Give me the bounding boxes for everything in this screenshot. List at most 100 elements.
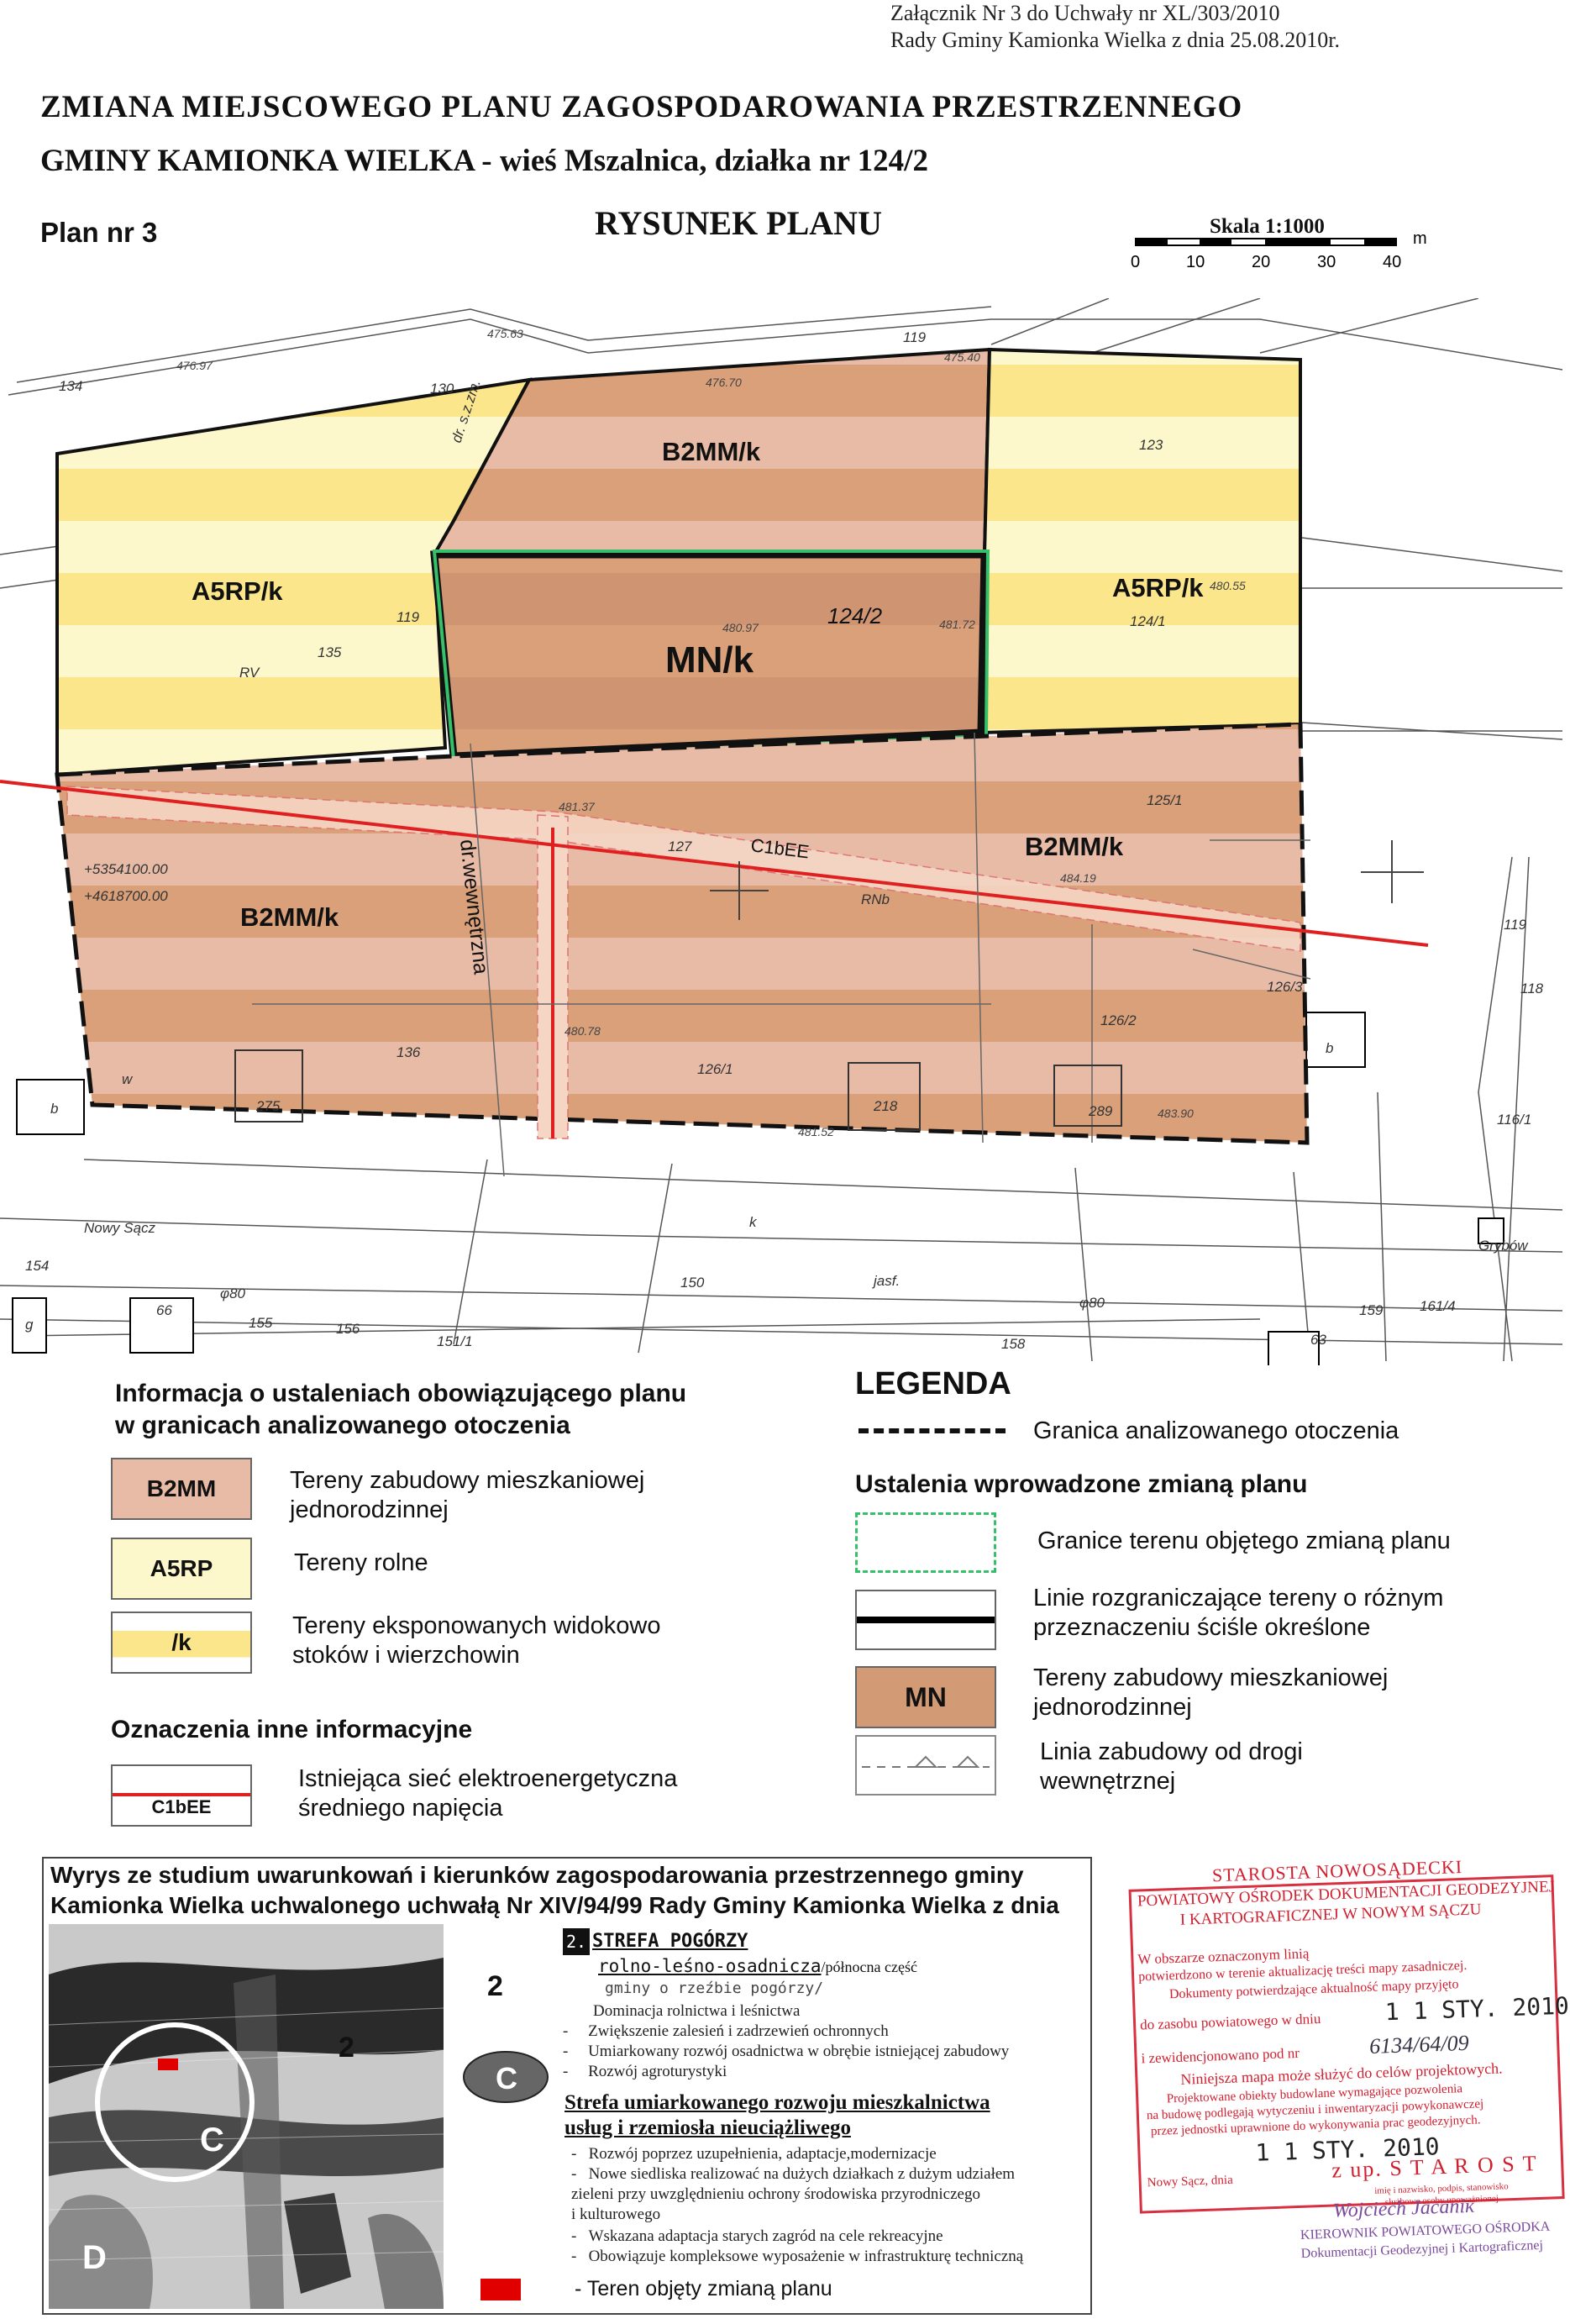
zone-c-icon-letter: C xyxy=(496,2061,517,2095)
attachment-note-line1: Załącznik Nr 3 do Uchwały nr XL/303/2010 xyxy=(890,1,1280,25)
umiark-bullet-4: Obowiązuje kompleksowe wyposażenie w inf… xyxy=(588,2248,1024,2265)
map-parcel-136: 136 xyxy=(396,1044,421,1060)
umiarkowany-title: Strefa umiarkowanego rozwoju mieszkalnic… xyxy=(564,2091,990,2139)
umiark-bullet-dash-4: - Obowiązuje kompleksowe wyposażenie w i… xyxy=(571,2248,1024,2265)
legend-building-line-text: Linia zabudowy od drogi wewnętrznej xyxy=(1040,1738,1303,1795)
zone-label-b2mm-sw: B2MM/k xyxy=(240,902,339,932)
legend-other-heading: Oznaczenia inne informacyjne xyxy=(111,1716,473,1743)
studium-map-zone-no: 2 xyxy=(339,2032,354,2064)
zone-label-a5rp-east: A5RP/k xyxy=(1112,573,1204,602)
strefa-bullet-3: Umiarkowany rozwój osadnictwa w obrębie … xyxy=(588,2043,1010,2060)
map-parcel-123: 123 xyxy=(1139,437,1163,453)
map-label-rv: RV xyxy=(239,665,260,681)
change-area-marker xyxy=(480,2279,521,2300)
map-elev-4: 475.40 xyxy=(944,350,980,364)
map-building-66: 66 xyxy=(156,1302,172,1318)
legend-c1bee-text: Istniejąca sieć elektroenergetyczna śred… xyxy=(298,1765,678,1822)
scale-tick-10: 10 xyxy=(1186,253,1205,271)
map-parcel-125-1: 125/1 xyxy=(1147,792,1183,808)
zone-label-b2mm-se: B2MM/k xyxy=(1025,832,1124,861)
map-coord-x: +5354100.00 xyxy=(84,861,168,877)
umiark-bullet-2: Nowe siedliska realizować na dużych dzia… xyxy=(571,2165,1016,2223)
map-elev-3: 476.70 xyxy=(706,376,742,389)
map-elev-8: 481.37 xyxy=(559,800,596,813)
map-label-w: w xyxy=(122,1071,134,1087)
map-label-phi80a: φ80 xyxy=(220,1286,246,1301)
strefa-subtitle-2: gminy o rzeźbie pogórzy/ xyxy=(605,1980,824,1997)
legend-k-text: Tereny eksponowanych widokowo stoków i w… xyxy=(292,1612,661,1669)
scale-tick-40: 40 xyxy=(1383,253,1401,271)
map-elev-9: 484.19 xyxy=(1060,871,1096,885)
map-parcel-126-1: 126/1 xyxy=(697,1061,733,1077)
plan-boundary-sample xyxy=(855,1512,996,1573)
umiark-bullet-dash-1: - Rozwój poprzez uzupełnienia, adaptacje… xyxy=(571,2145,937,2163)
strefa-subtitle-main: rolno-leśno-osadnicza xyxy=(598,1956,822,1976)
map-elev-5: 480.55 xyxy=(1210,579,1246,592)
map-parcel-158: 158 xyxy=(1001,1336,1026,1352)
umiark-bullet-dash-2: - Nowe siedliska realizować na dużych dz… xyxy=(571,2165,1016,2223)
map-label-phi80b: φ80 xyxy=(1079,1295,1105,1311)
swatch-b2mm: B2MM xyxy=(111,1458,252,1520)
map-parcel-119a: 119 xyxy=(903,329,927,345)
zone-label-mn: MN/k xyxy=(665,639,754,681)
strefa-title: STREFA POGÓRZY xyxy=(592,1931,748,1952)
map-parcel-151-1: 151/1 xyxy=(437,1333,473,1349)
strefa-bullet-1: Dominacja rolnictwa i leśnictwa xyxy=(593,2002,801,2020)
umiark-bullet-dash-3: - Wskazana adaptacja starych zagród na c… xyxy=(571,2227,943,2245)
map-parcel-154: 154 xyxy=(25,1258,49,1274)
map-parcel-155: 155 xyxy=(249,1315,273,1331)
umiark-bullet-1: Rozwój poprzez uzupełnienia, adaptacje,m… xyxy=(588,2145,937,2163)
stamp-place: Nowy Sącz, dnia xyxy=(1147,2173,1234,2190)
survey-lines xyxy=(0,298,1563,1362)
map-parcel-156: 156 xyxy=(336,1321,360,1337)
map-elev-6: 480.97 xyxy=(722,621,759,634)
zone-label-b2mm-north: B2MM/k xyxy=(662,437,761,466)
map-parcel-150: 150 xyxy=(680,1275,705,1291)
map-label-b1: b xyxy=(50,1101,58,1117)
map-parcel-130: 130 xyxy=(430,381,454,397)
map-parcel-135: 135 xyxy=(318,644,342,660)
studium-map-letter-d: D xyxy=(82,2239,107,2276)
plan-title-line1: ZMIANA MIEJSCOWEGO PLANU ZAGOSPODAROWANI… xyxy=(40,90,1243,124)
map-elev-2: 475.63 xyxy=(487,327,523,340)
plan-title-line2: GMINY KAMIONKA WIELKA - wieś Mszalnica, … xyxy=(40,144,928,178)
map-parcel-119c: 119 xyxy=(1504,917,1527,933)
strefa-subtitle-rest: /północna część xyxy=(821,1959,917,1975)
map-parcel-161-4: 161/4 xyxy=(1420,1298,1456,1314)
studium-zone-number: 2 xyxy=(487,1970,503,2002)
swatch-k: /k xyxy=(111,1612,252,1674)
stamp-signature: Wojciech Jacaniк xyxy=(1332,2195,1475,2222)
scale-bar: m 0 10 20 30 40 xyxy=(1131,234,1427,271)
map-parcel-134: 134 xyxy=(59,378,82,394)
map-parcel-127: 127 xyxy=(668,839,692,854)
strefa-bullet-dash-4: - Rozwój agroturystyki xyxy=(563,2063,727,2080)
official-stamp: STAROSTA NOWOSĄDECKI POWIATOWY OŚRODEK D… xyxy=(1119,1849,1569,2261)
parcel-label: 124/2 xyxy=(827,603,883,628)
umiark-bullet-3: Wskazana adaptacja starych zagród na cel… xyxy=(588,2227,943,2245)
drawing-title: RYSUNEK PLANU xyxy=(595,204,882,242)
map-elev-11: 481.52 xyxy=(798,1125,834,1138)
map-label-k: k xyxy=(749,1214,758,1230)
demarcation-line-sample xyxy=(855,1590,996,1650)
strefa-subtitle: rolno-leśno-osadnicza/północna część xyxy=(598,1956,917,1976)
swatch-c1bee: C1bEE xyxy=(111,1764,252,1827)
strefa-bullet-dash-2: - Zwiększenie zalesień i zadrzewień ochr… xyxy=(563,2022,889,2040)
map-label-grybow: Grybów xyxy=(1478,1238,1529,1254)
attachment-note: Załącznik Nr 3 do Uchwały nr XL/303/2010… xyxy=(890,0,1340,54)
map-label-b2: b xyxy=(1326,1040,1333,1056)
swatch-mn: MN xyxy=(855,1666,996,1728)
studium-map-letter-c: C xyxy=(200,2122,224,2158)
stamp-record-no: 6134/64/09 xyxy=(1368,2030,1470,2058)
map-parcel-116-1: 116/1 xyxy=(1497,1112,1531,1128)
map-label-jasf: jasf. xyxy=(872,1273,900,1289)
change-area-marker-text: - Teren objęty zmianą planu xyxy=(575,2277,832,2300)
strefa-bullet-4: Rozwój agroturystyki xyxy=(588,2063,727,2080)
map-parcel-118: 118 xyxy=(1520,981,1544,996)
scale-tick-30: 30 xyxy=(1317,253,1336,271)
plan-map: B2MM/k A5RP/k A5RP/k MN/k B2MM/k B2MM/k … xyxy=(0,298,1563,1365)
map-coord-y: +4618700.00 xyxy=(84,888,168,904)
swatch-c1bee-code: C1bEE xyxy=(151,1796,212,1817)
swatch-a5rp: A5RP xyxy=(111,1538,252,1600)
map-parcel-124-1: 124/1 xyxy=(1130,613,1166,629)
strefa-bullet-dash-3: - Umiarkowany rozwój osadnictwa w obrębi… xyxy=(563,2043,1010,2060)
